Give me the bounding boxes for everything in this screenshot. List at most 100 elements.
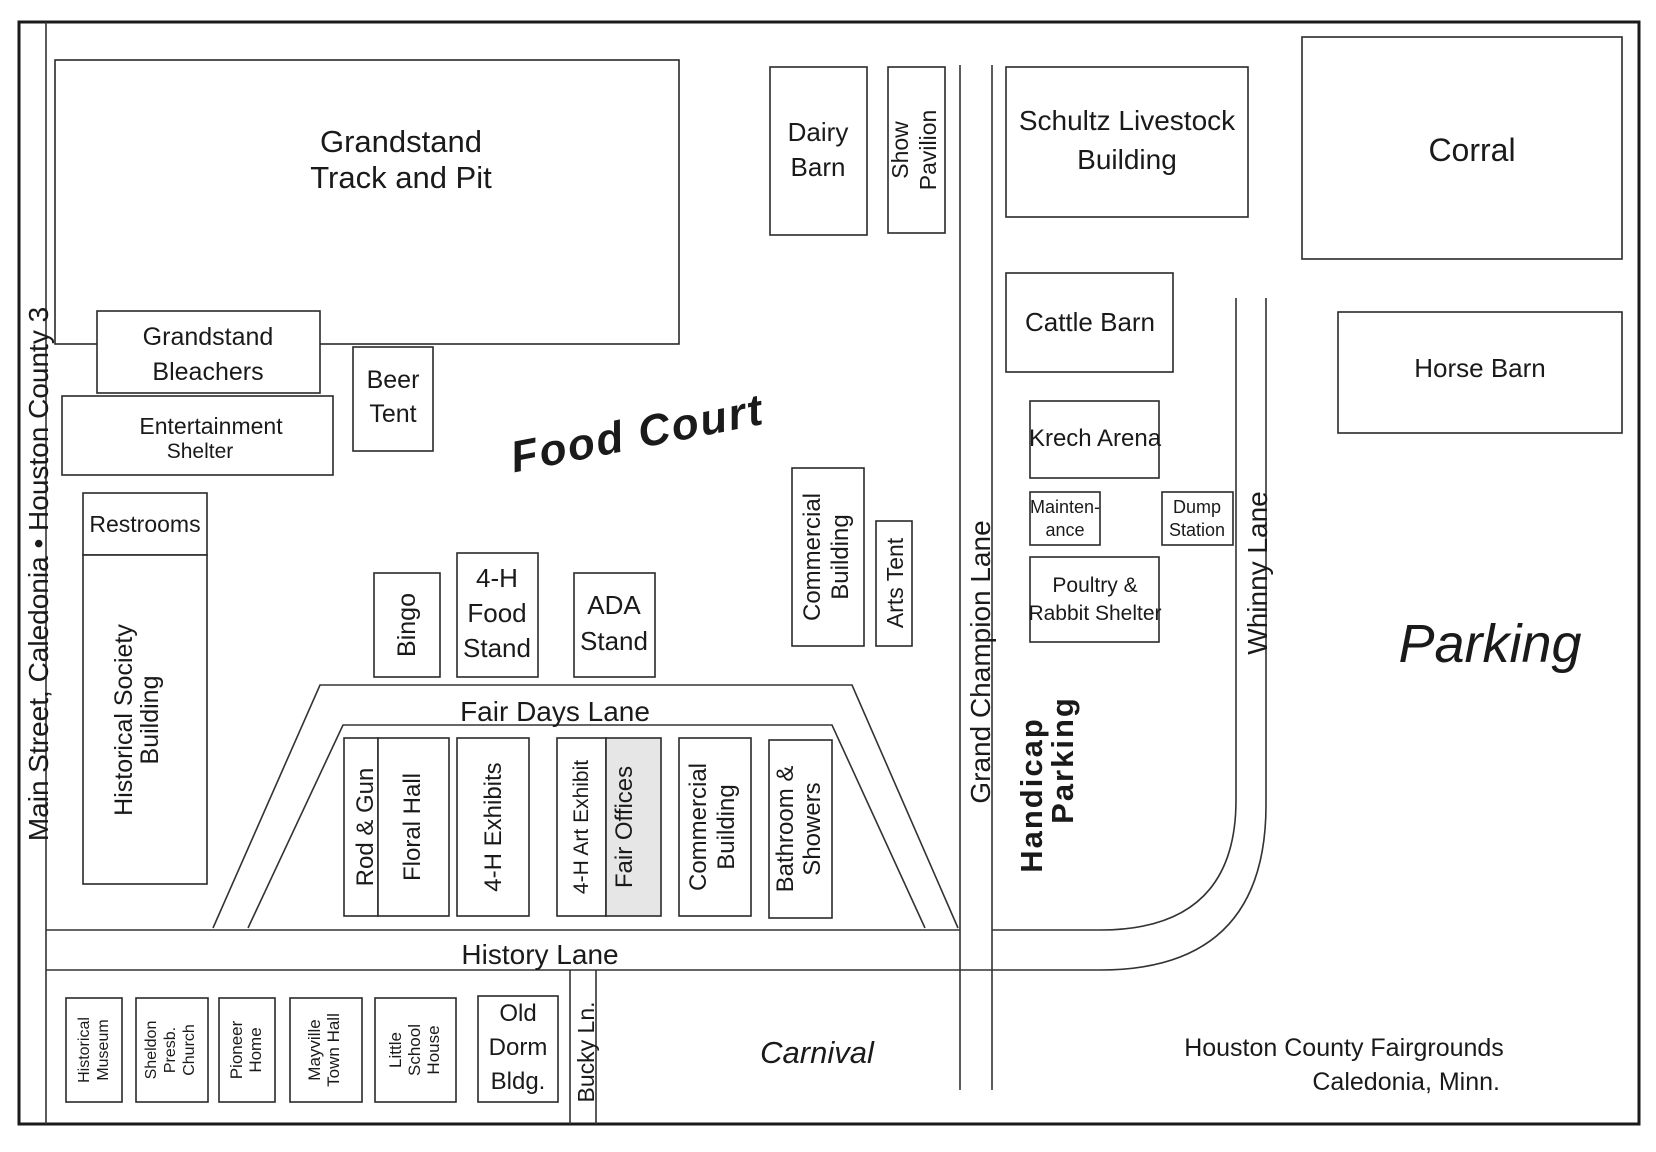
arts-tent: Arts Tent bbox=[875, 520, 913, 647]
rod-and-gun: Rod & Gun bbox=[343, 737, 379, 917]
roads bbox=[45, 22, 1267, 1124]
dump-station-line2: Station bbox=[1169, 520, 1225, 540]
poultry-rabbit-shelter: Poultry & Rabbit Shelter bbox=[1028, 556, 1162, 643]
sheldon-presb-church: Sheldon Presb. Church bbox=[135, 997, 209, 1103]
grandstand-bleachers-line1: Grandstand bbox=[143, 323, 274, 351]
mayville-town-hall: Mayville Town Hall bbox=[289, 997, 363, 1103]
4h-art-exhibit-label: 4-H Art Exhibit bbox=[570, 760, 593, 894]
4h-food-stand-line2: Food bbox=[467, 598, 526, 628]
fair-offices: Fair Offices bbox=[605, 737, 662, 917]
historical-society-building: Historical Society Building bbox=[82, 554, 208, 885]
commercial-building-north-line1: Commercial bbox=[799, 493, 826, 621]
poultry-rabbit-line1: Poultry & bbox=[1052, 574, 1137, 597]
commercial-building-south: Commercial Building bbox=[678, 737, 752, 917]
little-school-line3: House bbox=[424, 1025, 443, 1074]
show-pavilion-line2: Pavilion bbox=[915, 110, 941, 191]
4h-exhibits: 4-H Exhibits bbox=[456, 737, 530, 917]
schultz-livestock-line1: Schultz Livestock bbox=[1019, 105, 1236, 136]
main-street-label: Main Street, Caledonia • Houston County … bbox=[23, 307, 54, 841]
grandstand-track-and-pit: Grandstand Track and Pit bbox=[54, 59, 680, 345]
grandstand-bleachers-line2: Bleachers bbox=[152, 358, 263, 386]
floral-hall: Floral Hall bbox=[377, 737, 450, 917]
dairy-barn: Dairy Barn bbox=[769, 66, 868, 236]
cattle-barn-label: Cattle Barn bbox=[1025, 307, 1155, 337]
dairy-barn-line1: Dairy bbox=[788, 117, 849, 147]
4h-art-exhibit: 4-H Art Exhibit bbox=[556, 737, 607, 917]
entertainment-shelter-line1: Entertainment bbox=[139, 413, 283, 439]
bucky-ln-label: Bucky Ln. bbox=[573, 1002, 599, 1103]
old-dorm-line2: Dorm bbox=[489, 1034, 548, 1061]
arts-tent-label: Arts Tent bbox=[882, 537, 908, 628]
pioneer-home-line2: Home bbox=[246, 1027, 265, 1072]
map-frame bbox=[17, 20, 1641, 1126]
krech-arena: Krech Arena bbox=[1029, 400, 1162, 479]
whinny-lane-label: Whinny Lane bbox=[1242, 491, 1273, 654]
corral-label: Corral bbox=[1428, 132, 1515, 168]
caption-line2: Caledonia, Minn. bbox=[1312, 1068, 1500, 1096]
whinny-lane-east-edge bbox=[1099, 298, 1267, 971]
4h-food-stand: 4-H Food Stand bbox=[456, 552, 539, 678]
carnival-label: Carnival bbox=[760, 1035, 875, 1070]
4h-food-stand-line1: 4-H bbox=[476, 563, 518, 593]
poultry-rabbit-line2: Rabbit Shelter bbox=[1028, 602, 1161, 625]
mayville-line1: Mayville bbox=[305, 1019, 324, 1080]
handicap-parking-line2: Parking bbox=[1045, 696, 1080, 824]
beer-tent: Beer Tent bbox=[352, 346, 434, 452]
floral-hall-label: Floral Hall bbox=[399, 773, 426, 881]
historical-society-line2: Building bbox=[136, 676, 164, 765]
fair-days-lane-outer-edge bbox=[212, 684, 959, 929]
old-dorm-line3: Bldg. bbox=[491, 1068, 546, 1095]
fair-offices-label: Fair Offices bbox=[611, 766, 638, 888]
restrooms-label: Restrooms bbox=[89, 511, 200, 537]
dump-station: Dump Station bbox=[1161, 491, 1234, 546]
bingo: Bingo bbox=[373, 572, 441, 678]
sheldon-church-line3: Church bbox=[181, 1024, 198, 1076]
rod-and-gun-label: Rod & Gun bbox=[352, 768, 379, 887]
historical-museum-line2: Museum bbox=[95, 1019, 112, 1080]
horse-barn-label: Horse Barn bbox=[1414, 353, 1546, 383]
grandstand-line1: Grandstand bbox=[320, 124, 482, 159]
dairy-barn-line2: Barn bbox=[791, 152, 846, 182]
commercial-building-north-line2: Building bbox=[827, 514, 854, 599]
food-court-label: Food Court bbox=[506, 385, 768, 482]
little-school-line1: Little bbox=[386, 1032, 405, 1068]
little-school-house: Little School House bbox=[374, 997, 457, 1103]
bingo-label: Bingo bbox=[393, 593, 421, 657]
horse-barn: Horse Barn bbox=[1337, 311, 1623, 434]
show-pavilion-line1: Show bbox=[887, 121, 913, 179]
grandstand-line2: Track and Pit bbox=[310, 160, 492, 195]
old-dorm-building: Old Dorm Bldg. bbox=[477, 995, 559, 1103]
handicap-parking-line1: Handicap bbox=[1014, 717, 1049, 873]
commercial-building-south-line1: Commercial bbox=[685, 763, 712, 891]
cattle-barn: Cattle Barn bbox=[1005, 272, 1174, 373]
krech-arena-label: Krech Arena bbox=[1029, 425, 1162, 452]
commercial-building-south-line2: Building bbox=[713, 784, 740, 869]
show-pavilion: Show Pavilion bbox=[887, 66, 946, 234]
mayville-line2: Town Hall bbox=[324, 1013, 343, 1087]
entertainment-shelter: Entertainment Shelter bbox=[61, 395, 334, 476]
little-school-line2: School bbox=[405, 1024, 424, 1076]
grandstand-bleachers: Grandstand Bleachers bbox=[96, 310, 321, 394]
historical-society-line1: Historical Society bbox=[110, 624, 138, 816]
whinny-lane-west-edge bbox=[992, 298, 1237, 931]
parking-label: Parking bbox=[1398, 614, 1581, 674]
historical-museum: Historical Museum bbox=[65, 997, 123, 1103]
commercial-building-north: Commercial Building bbox=[791, 467, 865, 647]
maintenance-line2: ance bbox=[1045, 520, 1084, 540]
sheldon-church-line1: Sheldon bbox=[143, 1021, 160, 1080]
schultz-livestock-building: Schultz Livestock Building bbox=[1005, 66, 1249, 218]
historical-museum-line1: Historical bbox=[76, 1017, 93, 1083]
maintenance-line1: Mainten- bbox=[1030, 497, 1100, 517]
4h-food-stand-line3: Stand bbox=[463, 633, 531, 663]
restrooms: Restrooms bbox=[82, 492, 208, 556]
sheldon-church-line2: Presb. bbox=[162, 1027, 179, 1073]
ada-stand-line1: ADA bbox=[587, 590, 641, 620]
ada-stand-line2: Stand bbox=[580, 626, 648, 656]
4h-exhibits-label: 4-H Exhibits bbox=[480, 762, 507, 891]
ada-stand: ADA Stand bbox=[573, 572, 656, 678]
fair-days-lane-label: Fair Days Lane bbox=[460, 696, 650, 727]
fair-days-lane-inner-edge bbox=[247, 724, 926, 929]
pioneer-home-line1: Pioneer bbox=[227, 1020, 246, 1079]
bathroom-and-showers: Bathroom & Showers bbox=[768, 739, 833, 919]
